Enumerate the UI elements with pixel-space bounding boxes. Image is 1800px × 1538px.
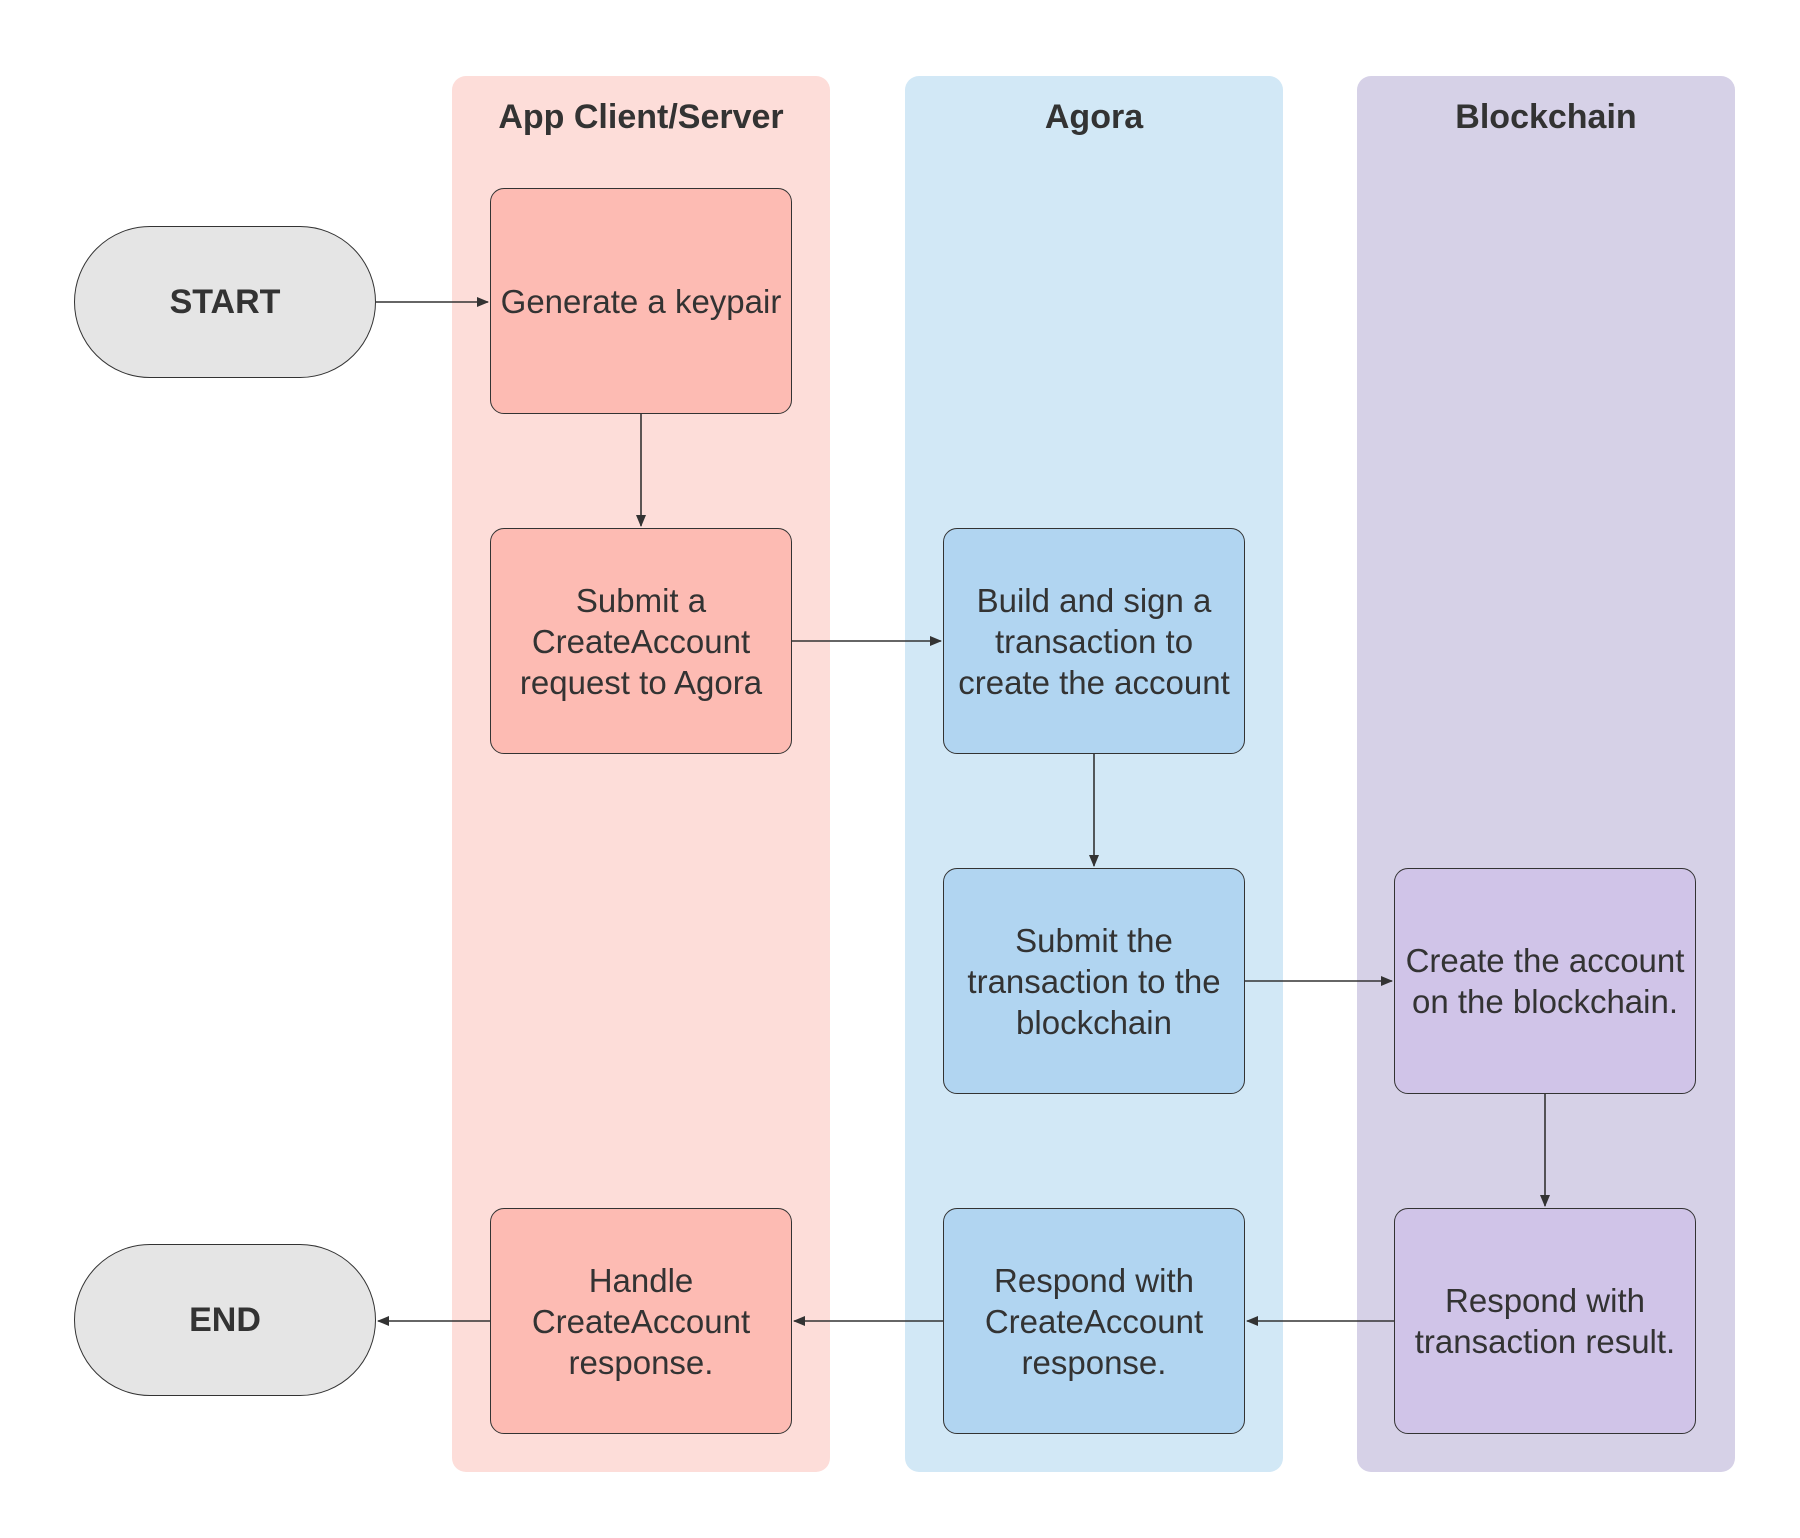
end-terminal: END	[74, 1244, 376, 1396]
step-generate-keypair: Generate a keypair	[490, 188, 792, 414]
lane-title-agora: Agora	[1044, 98, 1144, 136]
lane-title-app: App Client/Server	[498, 98, 784, 136]
step-create-account-blockchain: Create the account on the blockchain.	[1394, 868, 1696, 1094]
step-submit-transaction: Submit the transaction to the blockchain	[943, 868, 1245, 1094]
step-respond-create-account: Respond with CreateAccount response.	[943, 1208, 1245, 1434]
lane-title-blockchain: Blockchain	[1455, 98, 1637, 136]
step-build-sign-transaction: Build and sign a transaction to create t…	[943, 528, 1245, 754]
step-handle-response: Handle CreateAccount response.	[490, 1208, 792, 1434]
step-respond-transaction-result: Respond with transaction result.	[1394, 1208, 1696, 1434]
step-submit-create-account: Submit a CreateAccount request to Agora	[490, 528, 792, 754]
start-terminal: START	[74, 226, 376, 378]
